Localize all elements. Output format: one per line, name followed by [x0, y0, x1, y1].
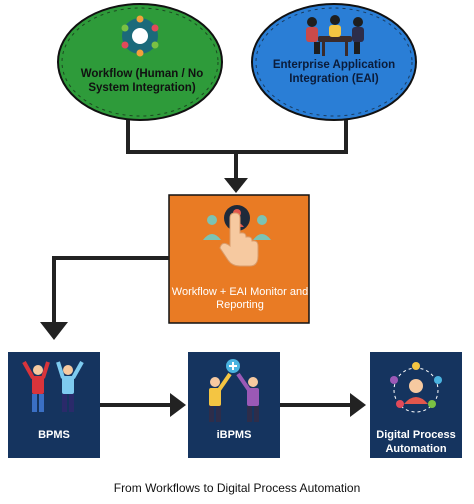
eai-label: Enterprise Application Integration (EAI) [272, 59, 396, 85]
monitor-to-bpms-connector [52, 256, 169, 322]
arrowhead-right-ibpms [170, 393, 186, 417]
arrowhead-down-monitor [224, 178, 248, 193]
bpms-node [8, 352, 100, 458]
arrowhead-down-bpms [40, 322, 68, 340]
workflow-label: Workflow (Human / No System Integration) [80, 68, 204, 94]
arrowhead-right-dpa [350, 393, 366, 417]
dpa-label: Digital Process Automation [376, 429, 456, 455]
team-circle-icon [121, 15, 159, 57]
tap-select-icon [203, 205, 271, 267]
network-user-icon [390, 362, 442, 413]
monitor-label: Workflow + EAI Monitor and Reporting [171, 286, 309, 312]
high-five-icon [209, 359, 259, 422]
caption: From Workflows to Digital Process Automa… [113, 481, 361, 495]
meeting-icon [306, 15, 364, 56]
workflow-node [57, 3, 223, 121]
cheering-people-icon [22, 361, 84, 412]
bpms-label: BPMS [38, 429, 70, 441]
eai-node [251, 3, 417, 121]
ibpms-label: iBPMS [216, 429, 252, 441]
merge-connector [126, 120, 348, 180]
